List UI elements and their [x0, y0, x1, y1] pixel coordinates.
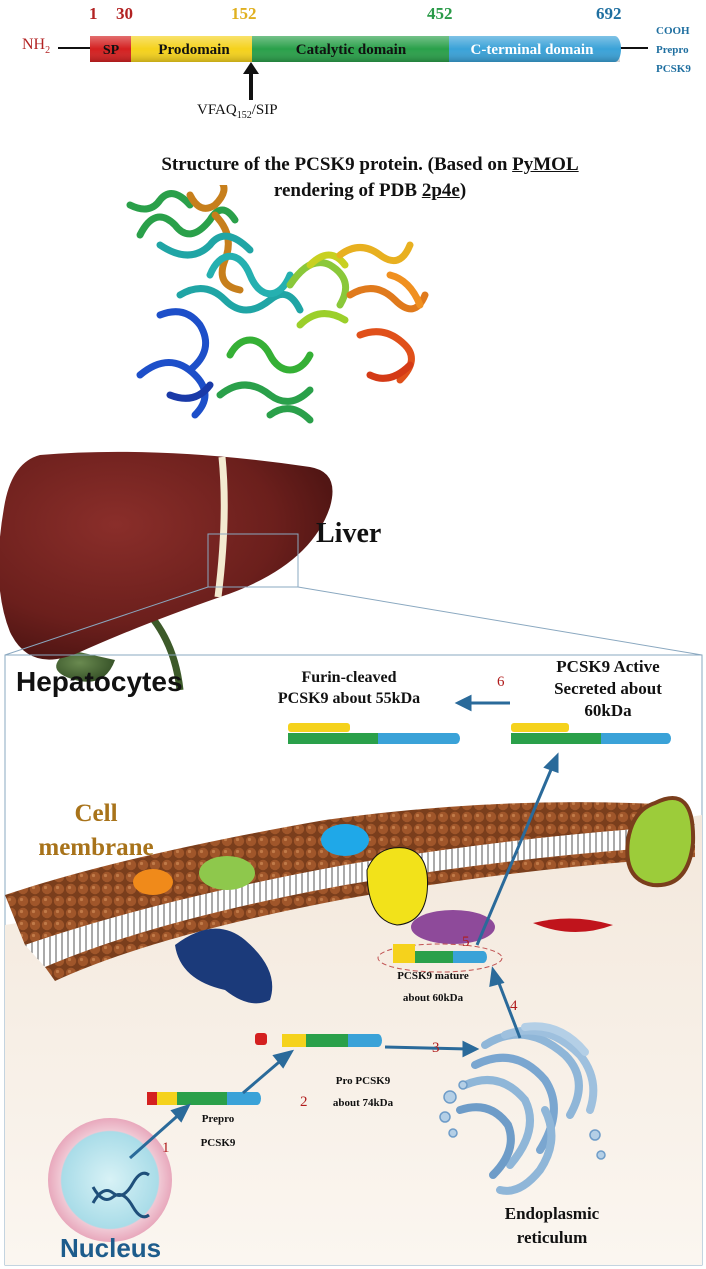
- caption-line2-suffix: ): [459, 180, 467, 201]
- pos-1: 1: [89, 4, 98, 23]
- step-1: 1: [162, 1140, 170, 1156]
- cooh-line-2: Prepro: [656, 44, 689, 56]
- prepro-line-2: PCSK9: [200, 1137, 236, 1149]
- cleavage-sub: 152: [236, 110, 252, 121]
- bile-duct: [147, 612, 184, 690]
- pathway-arrows: [129, 694, 559, 1160]
- liver-image: [0, 451, 333, 690]
- cleavage-prefix: VFAQ: [197, 102, 237, 118]
- caption-line-1: Structure of the PCSK9 protein. (Based o…: [90, 152, 650, 178]
- caption-line1-text: Structure of the PCSK9 protein. (Based o…: [161, 154, 513, 175]
- protein-navy: [175, 928, 273, 1004]
- furin-cleaved-label: Furin-cleaved PCSK9 about 55kDa: [244, 667, 454, 709]
- pos-692: 692: [596, 4, 622, 23]
- protein-structure-image: [126, 185, 429, 424]
- protein-red: [533, 918, 613, 933]
- mature-highlight: [377, 943, 503, 973]
- nh2-sub: 2: [45, 45, 51, 57]
- structure-caption: Structure of the PCSK9 protein. (Based o…: [90, 152, 650, 204]
- protein-purple: [411, 910, 495, 944]
- active-line-1: PCSK9 Active: [556, 657, 660, 676]
- active-pcsk9-bar: [511, 723, 671, 744]
- seg-label-cterminal: C-terminal domain: [471, 42, 595, 58]
- furin-line-1: Furin-cleaved: [301, 669, 397, 686]
- pro-pcsk9-bar: [282, 1034, 382, 1047]
- er-line-1: Endoplasmic: [504, 1204, 600, 1223]
- pos-452: 452: [427, 4, 453, 23]
- cell-membrane-label: Cell membrane: [22, 797, 170, 865]
- cooh-line-3: PCSK9: [656, 63, 691, 75]
- protein-lightgreen: [199, 856, 255, 890]
- seg-label-sp: SP: [103, 43, 120, 58]
- domain-bar-svg: SP Prodomain Catalytic domain C-terminal…: [58, 36, 648, 100]
- cleavage-suffix: /SIP: [251, 102, 278, 118]
- cleavage-site-label: VFAQ152/SIP: [197, 102, 278, 121]
- nh2-text: NH: [22, 36, 46, 53]
- caption-line2-text: rendering of PDB: [273, 180, 422, 201]
- er-icon: [456, 1022, 598, 1195]
- protein-orange: [133, 869, 173, 895]
- pro-line-1: Pro PCSK9: [335, 1075, 391, 1087]
- furin-pcsk9-bar: [288, 723, 460, 744]
- falciform-ligament: [214, 456, 228, 598]
- pos-30: 30: [116, 4, 133, 23]
- step-5: 5: [462, 934, 470, 950]
- cleavage-arrowhead: [243, 62, 259, 74]
- step-2: 2: [300, 1094, 308, 1110]
- gallbladder: [56, 650, 115, 682]
- step-6: 6: [497, 674, 505, 690]
- mature-line-2: about 60kDa: [402, 992, 464, 1004]
- cooh-label: COOH Prepro PCSK9: [656, 22, 691, 79]
- er-label: Endoplasmic reticulum: [472, 1202, 632, 1250]
- sp-fragment: [255, 1033, 267, 1045]
- hepatocytes-label: Hepatocytes: [16, 666, 183, 697]
- nh2-label: NH2: [22, 36, 50, 56]
- hepatocyte-panel: [5, 694, 702, 1265]
- prepro-pcsk9-label: Prepro PCSK9: [188, 1107, 248, 1155]
- prepro-pcsk9-bar: [147, 1092, 261, 1105]
- protein-green-right: [625, 796, 696, 888]
- seg-label-prodomain: Prodomain: [158, 42, 230, 58]
- pos-152: 152: [231, 4, 257, 23]
- nucleus-label: Nucleus: [60, 1233, 162, 1263]
- pdb-link[interactable]: 2p4e: [421, 180, 460, 201]
- seg-label-catalytic: Catalytic domain: [296, 42, 407, 58]
- active-line-3: 60kDa: [584, 701, 632, 720]
- er-vesicles: [439, 1080, 606, 1160]
- caption-line-2: rendering of PDB 2p4e): [90, 178, 650, 204]
- mature-pcsk9-bar: [393, 944, 487, 963]
- membrane-line-2: membrane: [38, 834, 154, 861]
- zoom-box: [207, 533, 299, 588]
- furin-line-2: PCSK9 about 55kDa: [277, 690, 421, 707]
- liver-body: [0, 451, 333, 660]
- pro-pcsk9-label: Pro PCSK9 about 74kDa: [318, 1070, 408, 1114]
- dna-icon: [91, 1171, 150, 1219]
- prepro-line-1: Prepro: [201, 1113, 235, 1125]
- mature-label: PCSK9 mature about 60kDa: [378, 965, 488, 1009]
- er-line-2: reticulum: [516, 1228, 588, 1247]
- membrane-line-1: Cell: [74, 800, 118, 827]
- bar-shading: [90, 36, 620, 62]
- mature-line-1: PCSK9 mature: [397, 970, 469, 982]
- protein-blue: [321, 824, 369, 856]
- protein-yellow: [366, 847, 429, 926]
- pro-line-2: about 74kDa: [332, 1097, 394, 1109]
- active-line-2: Secreted about: [554, 679, 662, 698]
- pymol-link[interactable]: PyMOL: [512, 154, 579, 175]
- step-4: 4: [510, 998, 518, 1014]
- cooh-line-1: COOH: [656, 25, 690, 37]
- active-secreted-label: PCSK9 Active Secreted about 60kDa: [528, 656, 688, 722]
- liver-label: Liver: [316, 518, 382, 549]
- step-3: 3: [432, 1040, 440, 1056]
